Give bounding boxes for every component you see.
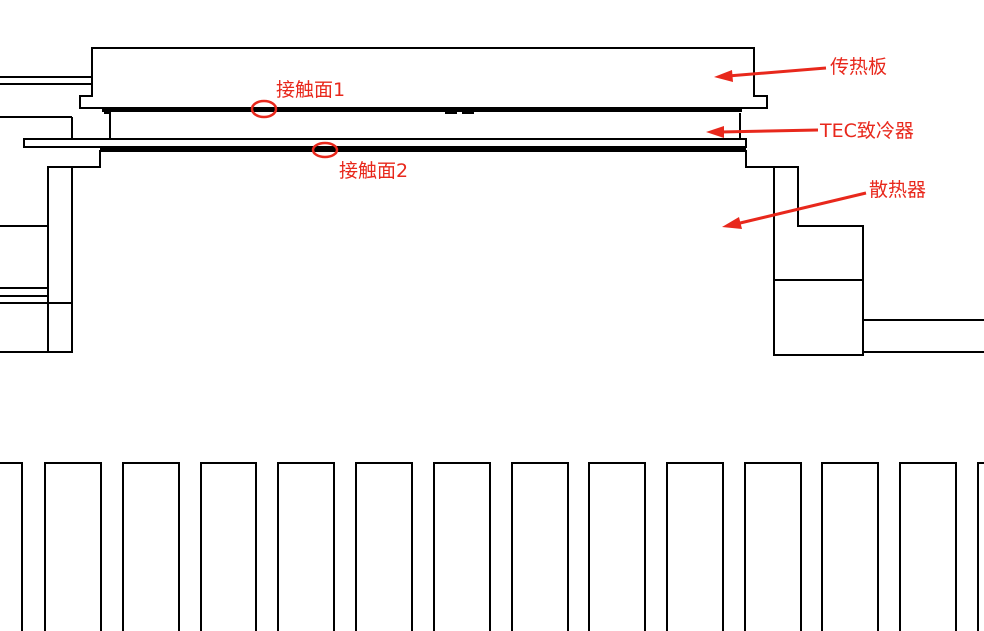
label-heat-sink: 散热器 (869, 179, 927, 201)
tec-cooler (0, 112, 747, 148)
heat-sink-fins (0, 462, 984, 631)
annotation-arrow-heat-transfer-plate (714, 66, 827, 82)
heat-sink (0, 150, 984, 356)
label-heat-transfer-plate: 传热板 (830, 56, 888, 78)
heat-transfer-plate (0, 47, 768, 109)
label-contact-surface-1: 接触面1 (276, 79, 346, 101)
label-tec-cooler: TEC致冷器 (820, 120, 914, 142)
label-contact-surface-2: 接触面2 (339, 160, 409, 182)
annotation-arrow-tec-cooler (706, 126, 819, 138)
contact-surface-2-marker (311, 141, 339, 159)
annotation-arrow-heat-sink (722, 191, 867, 229)
contact-surface-1-marker (250, 99, 278, 119)
